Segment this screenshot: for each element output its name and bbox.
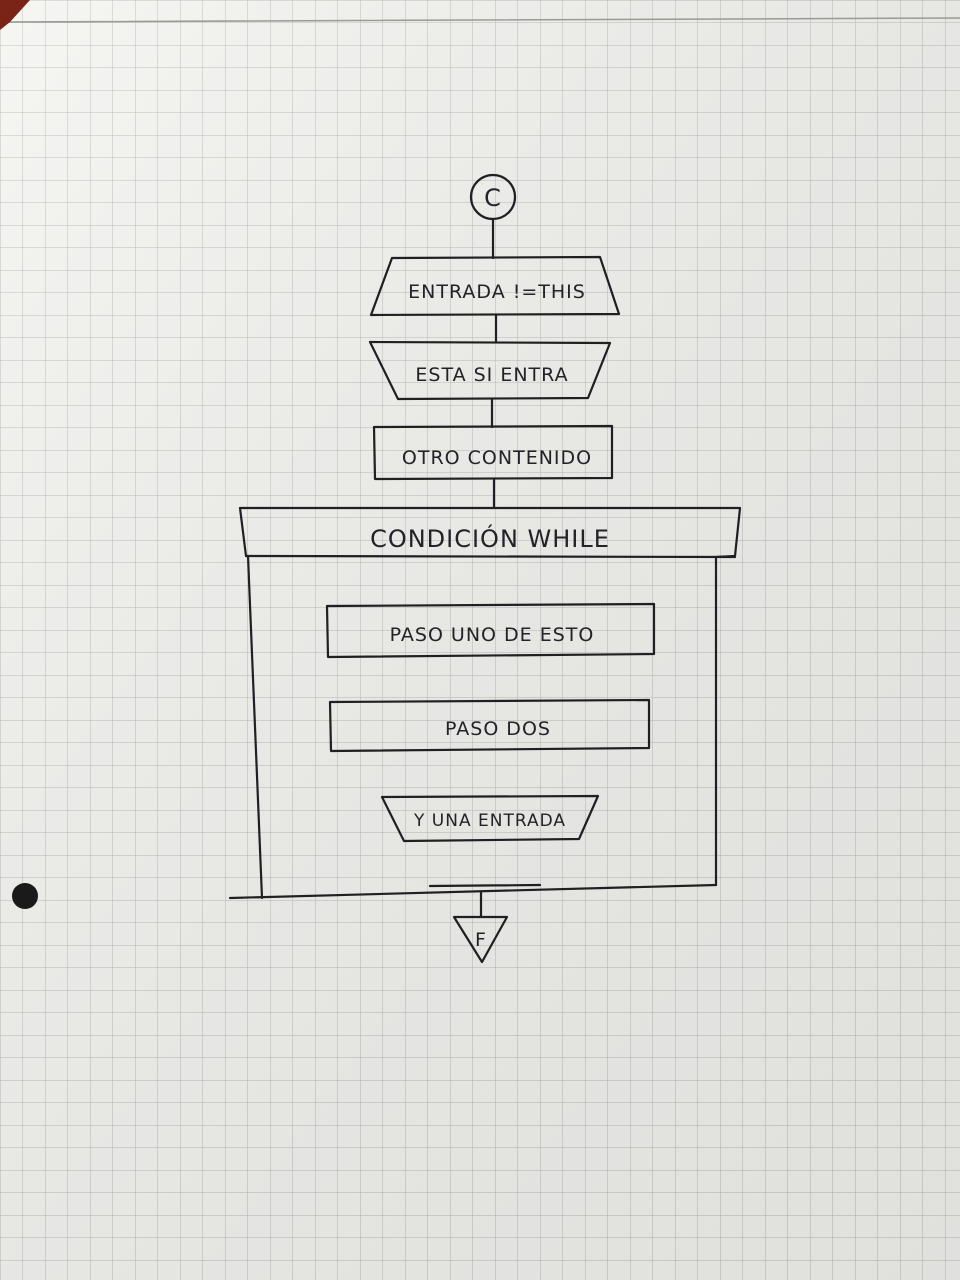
end-connector-triangle [452, 915, 509, 964]
loop-bottom-line [228, 883, 718, 900]
loop-step-2-shape [328, 698, 651, 753]
start-connector-label: C [484, 184, 502, 212]
end-connector-label: F [475, 929, 487, 951]
loop-input-shape [380, 794, 600, 843]
input-box-shape [369, 255, 621, 317]
binder-hole [12, 883, 38, 909]
process-box-shape [372, 424, 614, 481]
paper-top-edge [0, 17, 960, 23]
output-box-shape [368, 340, 612, 401]
loop-input-label: Y UNA ENTRADA [413, 811, 566, 831]
output-box-label: ESTA SI ENTRA [415, 364, 568, 386]
loop-condition-label: CONDICIÓN WHILE [370, 523, 610, 553]
input-box-label: ENTRADA !=THIS [408, 281, 586, 303]
corner-object [0, 0, 30, 30]
process-box-label: OTRO CONTENIDO [402, 447, 592, 469]
loop-step-2-label: PASO DOS [445, 718, 551, 740]
loop-step-1-shape [325, 602, 656, 659]
loop-step-1-label: PASO UNO DE ESTO [390, 624, 595, 646]
loop-header-divider [244, 554, 737, 559]
